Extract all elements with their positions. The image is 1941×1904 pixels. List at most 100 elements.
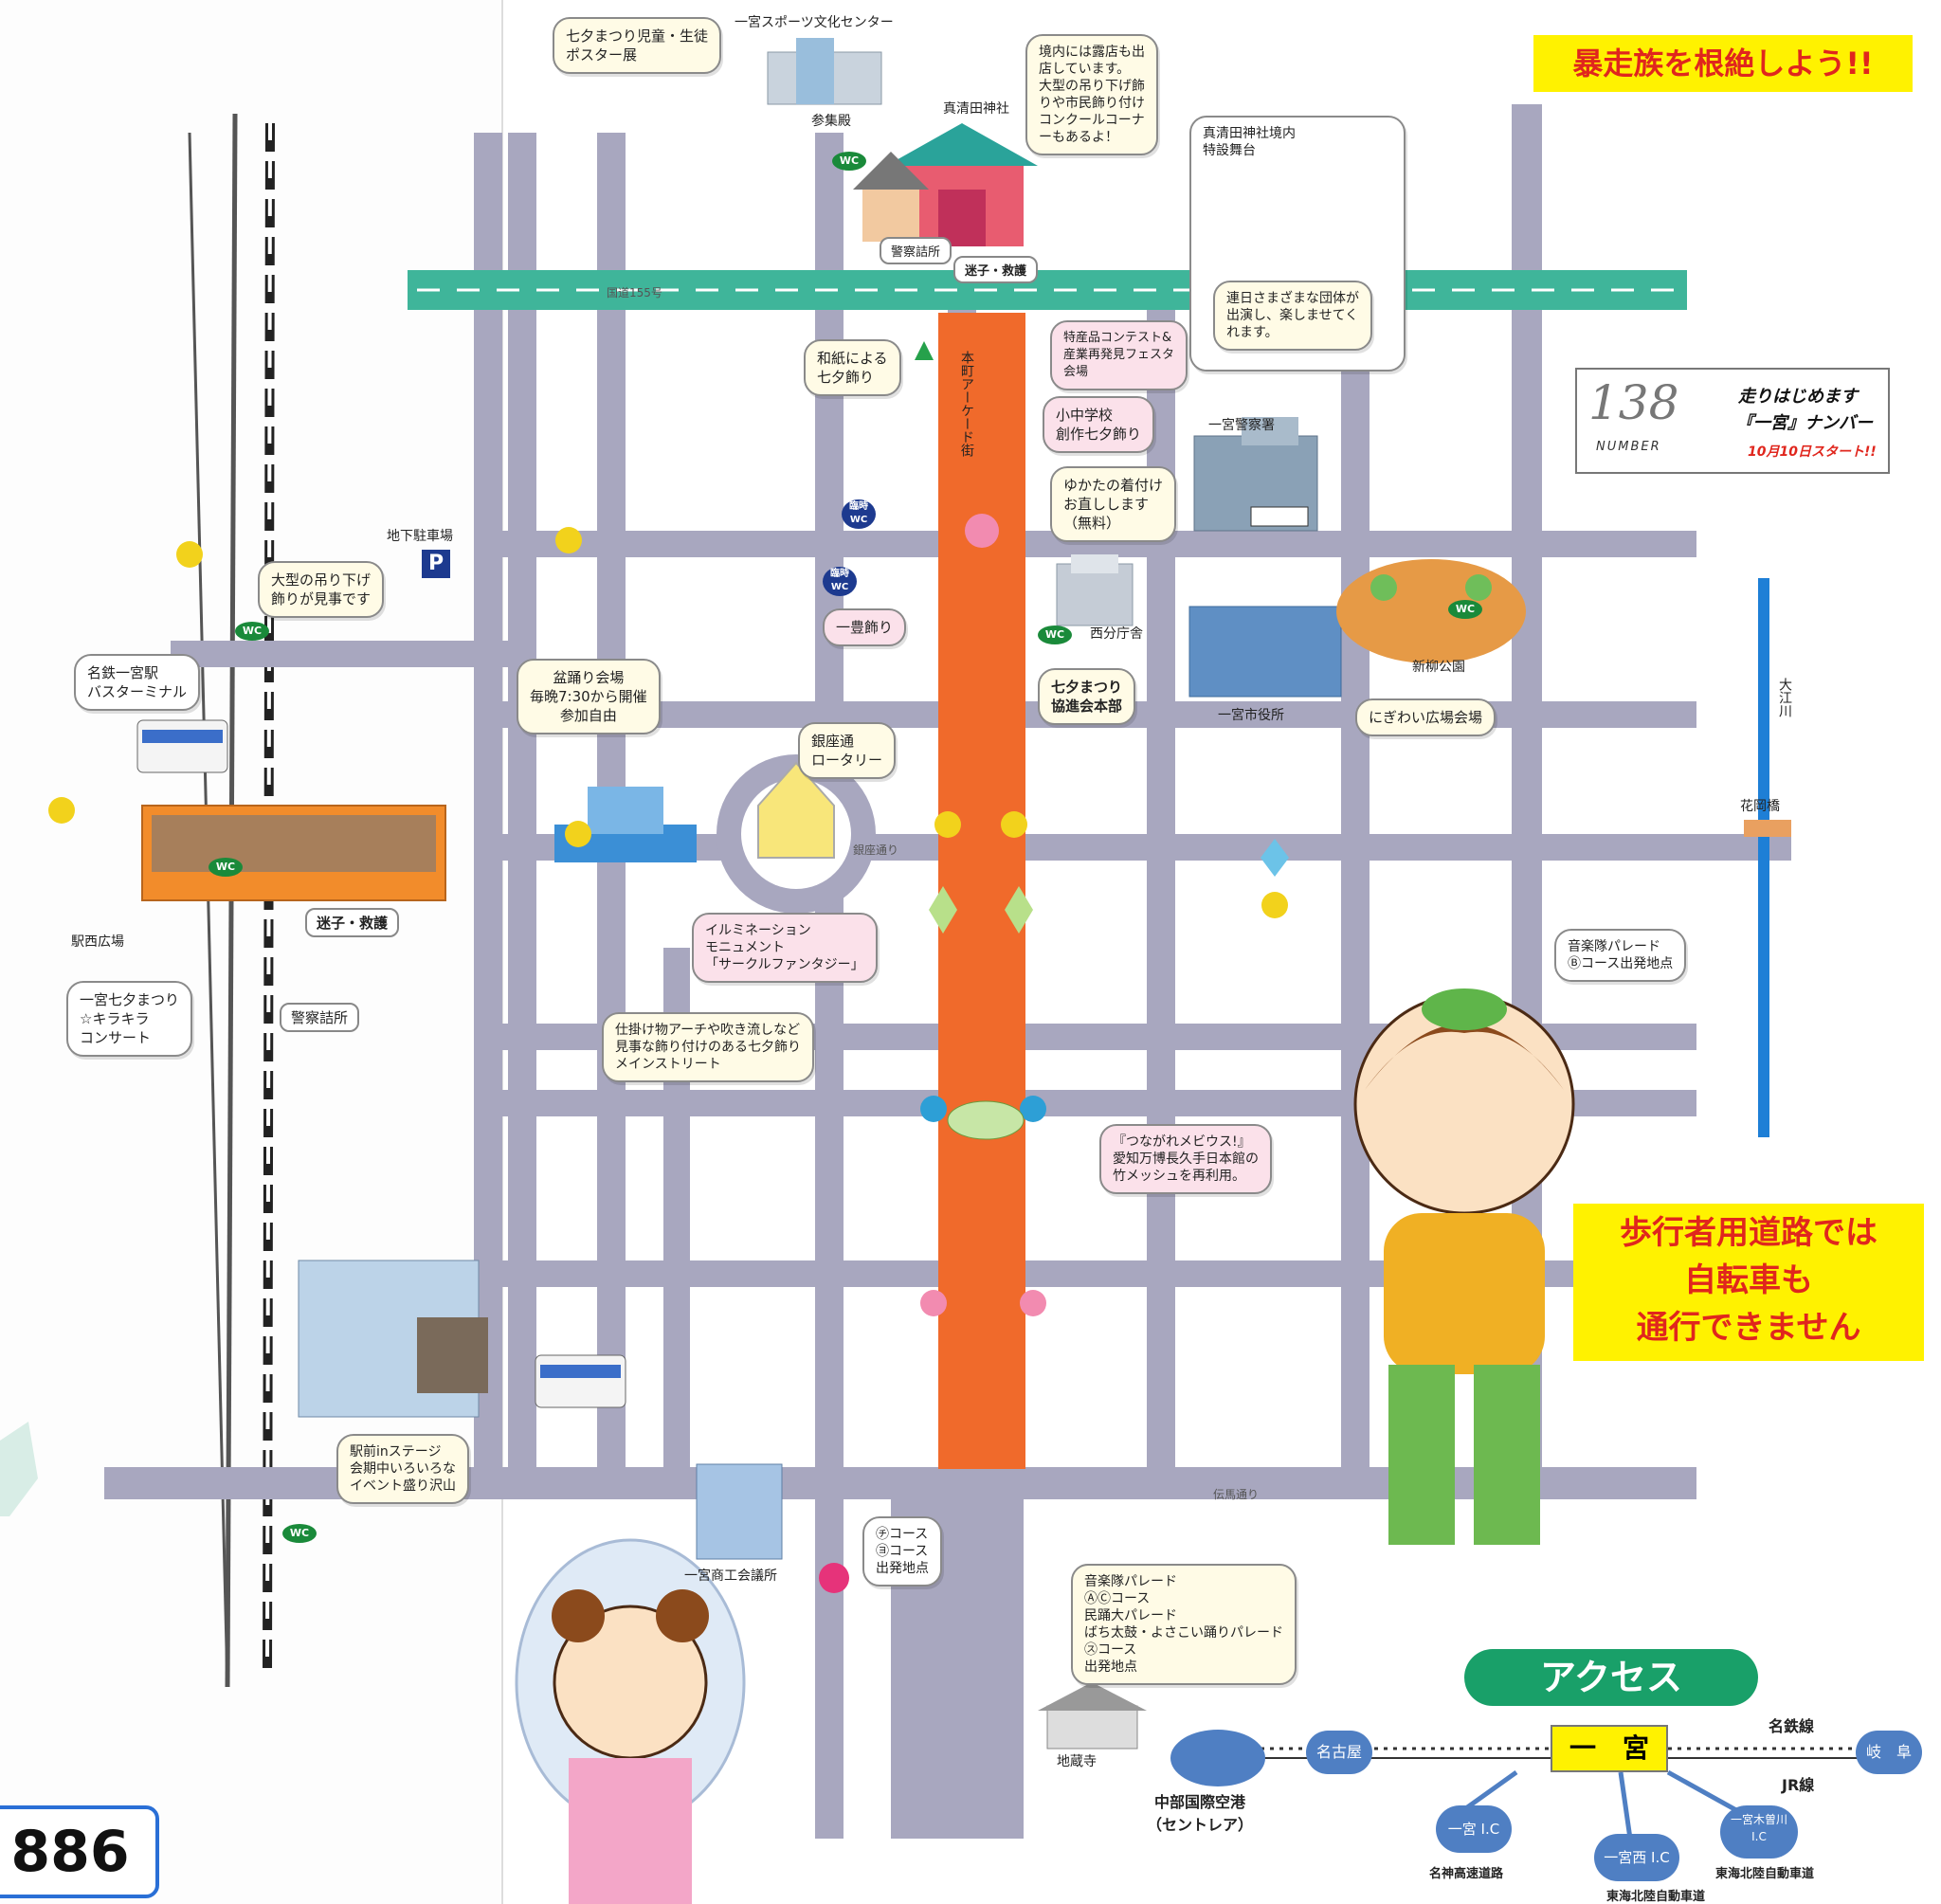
bus-terminal-callout: 名鉄一宮駅 バスターミナル (74, 654, 201, 711)
tanabata-decorations (48, 341, 1289, 1593)
police-box-tag-1: 警察詰所 (880, 237, 952, 264)
illumination-monument-icon (757, 761, 835, 859)
bicycle-notice: 歩行者用道路では 自転車も 通行できません (1573, 1204, 1924, 1361)
hanaoka-bridge-icon (1744, 820, 1791, 837)
meitetsu-line-label: 名鉄線 (1769, 1717, 1815, 1735)
chamber-building-icon (696, 1463, 783, 1560)
bon-odori-callout: 盆踊り会場 毎晩7:30から開催 参加自由 (517, 659, 661, 734)
airport-label-line2: （セントレア） (1147, 1816, 1254, 1834)
number-plate-banner: 138 NUMBER 走りはじめます 『一宮』ナンバー 10月10日スタート!! (1575, 368, 1890, 474)
west-office-label: 西分庁舎 (1090, 626, 1143, 642)
lost-child-tag-2: 迷子・救護 (305, 908, 400, 937)
shrine-icon (853, 123, 1038, 246)
sanshuden-label: 参集殿 (811, 114, 851, 129)
number-plate-logo: 138 (1588, 375, 1679, 430)
denma-street-label: 伝馬通り (1213, 1488, 1260, 1501)
temporary-wc-marker: 臨時 WC (823, 567, 857, 596)
lost-child-tag-1: 迷子・救護 (953, 256, 1039, 283)
girl-mascot-illustration (515, 1538, 746, 1904)
ekimae-stage-callout: 駅前inステージ 会期中いろいろな イベント盛り沢山 (336, 1434, 469, 1504)
bicycle-notice-line3: 通行できません (1636, 1309, 1861, 1347)
station-building-icon (141, 805, 446, 901)
chamber-label: 一宮商工会議所 (684, 1569, 777, 1584)
parade-courses-callout: 音楽隊パレード ⒶⒸコース 民踊大パレード ばち太鼓・よさこい踊りパレード ㋜コ… (1071, 1564, 1297, 1685)
shrine-label: 真清田神社 (943, 101, 1009, 117)
tokai-hokuriku-expressway-label-1: 東海北陸自動車道 (1715, 1867, 1815, 1881)
ichinomiya-station-box: 一 宮 (1551, 1725, 1668, 1772)
ginza-rotary-callout: 銀座通 ロータリー (798, 722, 897, 779)
sports-center-building-icon (767, 38, 882, 105)
police-station-building-icon (1193, 417, 1318, 532)
temporary-wc-marker: 臨時 WC (842, 499, 876, 529)
wc-marker: WC (209, 858, 243, 877)
arcade-label: 本町アーケード街 (959, 351, 974, 457)
gifu-station-circle: 岐 阜 (1856, 1731, 1922, 1774)
number-plate-line2: 『一宮』ナンバー (1736, 413, 1873, 433)
illumination-monument-callout: イルミネーション モニュメント 「サークルファンタジー」 (692, 913, 878, 983)
city-hall-label: 一宮市役所 (1218, 708, 1284, 723)
city-hall-building-icon (1188, 606, 1342, 698)
big-decoration-callout: 大型の吊り下げ 飾りが見事です (258, 561, 385, 618)
meishin-expressway-label: 名神高速道路 (1429, 1867, 1504, 1881)
number-plate-logo-sub: NUMBER (1596, 440, 1661, 454)
underground-parking-label: 地下駐車場 (387, 529, 453, 544)
police-box-tag-2: 警察詰所 (280, 1003, 360, 1032)
ichinomiya-nishi-ic-circle: 一宮西 I.C (1594, 1834, 1679, 1881)
west-office-building-icon (1056, 554, 1134, 626)
airport-label-line1: 中部国際空港 (1154, 1793, 1246, 1811)
river-label: 大江川 (1777, 678, 1792, 717)
region-minimap (0, 1422, 38, 1516)
washi-decoration-callout: 和紙による 七夕飾り (804, 339, 901, 396)
airport-circle (1170, 1730, 1265, 1786)
shrine-stalls-callout: 境内には露店も出 店しています。 大型の吊り下げ飾 りや市民飾り付け コンクール… (1025, 34, 1158, 155)
ginza-street-label: 銀座通り (853, 843, 899, 857)
wc-marker: WC (832, 152, 866, 171)
bicycle-notice-line2: 自転車も (1684, 1261, 1813, 1299)
bridge-label: 花岡橋 (1740, 799, 1780, 814)
left-page-background (0, 0, 502, 1904)
course-start-callout: ㋠コース ㋵コース 出発地点 (862, 1516, 942, 1587)
kirakira-concert-callout: 一宮七夕まつり ☆キラキラ コンサート (66, 981, 193, 1057)
ippou-decoration-callout: 一豊飾り (823, 608, 907, 646)
tokai-hokuriku-expressway-label-2: 東海北陸自動車道 (1606, 1890, 1706, 1904)
station-plaza-label: 駅西広場 (71, 934, 124, 950)
anti-gang-slogan: 暴走族を根絶しよう!! (1533, 35, 1913, 92)
number-plate-line1: 走りはじめます (1738, 387, 1858, 407)
page-edge-number: 886 (0, 1805, 159, 1898)
arcade-street (938, 313, 1025, 1469)
bicycle-notice-line1: 歩行者用道路では (1620, 1214, 1878, 1252)
park-label: 新柳公園 (1412, 660, 1465, 675)
wc-marker: WC (1448, 600, 1482, 619)
ekimae-stage-icon (298, 1260, 488, 1418)
yukata-service-callout: ゆかたの着付け お直しします （無料） (1050, 466, 1177, 542)
parking-icon: P (422, 550, 450, 578)
wc-marker: WC (282, 1524, 317, 1543)
products-contest-callout: 特産品コンテスト& 産業再発見フェスタ 会場 (1050, 320, 1188, 390)
sports-center-label: 一宮スポーツ文化センター (735, 15, 894, 30)
band-parade-b-callout: 音楽隊パレード Ⓑコース出発地点 (1554, 929, 1687, 982)
route-155-label: 国道155号 (607, 286, 662, 299)
nagoya-station-circle: 名古屋 (1306, 1731, 1372, 1774)
jizoji-label: 地蔵寺 (1057, 1754, 1097, 1769)
jizoji-temple-icon (1038, 1682, 1147, 1750)
nigiwai-plaza-callout: にぎわい広場会場 (1355, 698, 1497, 736)
school-decorations-callout: 小中学校 創作七夕飾り (1043, 396, 1155, 453)
access-title-badge: アクセス (1464, 1649, 1758, 1706)
daily-performances-callout: 連日さまざまな団体が 出演し、楽しませてく れます。 (1213, 281, 1372, 351)
wc-marker: WC (235, 622, 269, 641)
jr-line-label: JR線 (1782, 1776, 1815, 1794)
wc-marker: WC (1038, 626, 1072, 644)
boy-mascot-illustration (1353, 988, 1575, 1545)
main-street-callout: 仕掛け物アーチや吹き流しなど 見事な飾り付けのある七夕飾り メインストリート (602, 1012, 814, 1082)
park-area-icon (1336, 559, 1526, 663)
police-station-label: 一宮警察署 (1208, 418, 1275, 433)
oe-river (1758, 578, 1769, 1137)
bus-icon (136, 719, 626, 1408)
ichinomiya-kisogawa-ic-circle: 一宮木曽川 I.C (1720, 1805, 1798, 1859)
ichinomiya-ic-circle: 一宮 I.C (1436, 1805, 1512, 1853)
mobius-callout: 『つながれメビウス!』 愛知万博長久手日本館の 竹メッシュを再利用。 (1099, 1124, 1272, 1194)
poster-exhibit-callout: 七夕まつり児童・生徒 ポスター展 (553, 17, 722, 74)
number-plate-line3: 10月10日スタート!! (1748, 444, 1877, 460)
festival-headquarters-callout: 七夕まつり 協進会本部 (1038, 668, 1136, 725)
